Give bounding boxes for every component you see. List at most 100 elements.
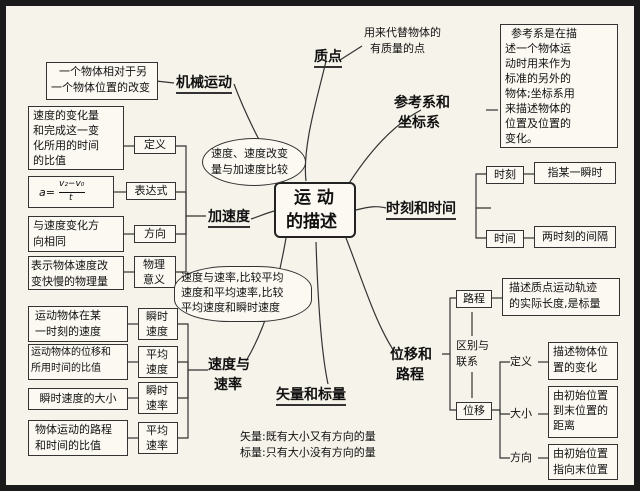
accel-formula-bar [59, 192, 85, 193]
topic-vector-scalar: 矢量和标量 [276, 384, 346, 406]
speed-cloud-line1: 速度与速率,比较平均 [181, 271, 284, 284]
topic-time: 时刻和时间 [386, 198, 456, 220]
disp-mag-line3: 距离 [553, 419, 575, 432]
accel-formula-denominator: t [69, 193, 73, 203]
accel-def-line3: 化所用的时间 [33, 139, 99, 152]
avg-velocity-text: 运动物体的位移和 所用时间的比值 [28, 344, 128, 380]
mind-map: 运 动 的描述 质点 用来代替物体的 有质量的点 机械运动 一个物体相对于另 一… [6, 6, 634, 485]
inst-speed-label-line1: 瞬时 [146, 384, 168, 397]
disp-dir-line2: 指向末位置 [553, 463, 608, 476]
interval-label: 时间 [486, 230, 524, 248]
reference-frame-line1: 参考系和 [394, 95, 450, 111]
disp-def-line2: 置的变化 [553, 361, 597, 374]
speed-cloud-line2: 速度和平均速率,比较 [181, 286, 284, 299]
avg-speed-line1: 物体运动的路程 [35, 423, 112, 436]
accel-direction-label: 方向 [134, 225, 176, 243]
avg-velocity-label: 平均 速度 [138, 346, 178, 378]
avg-velocity-line1: 运动物体的位移和 [31, 347, 111, 358]
accel-physical-line2: 变快慢的物理量 [31, 275, 108, 288]
accel-def-line4: 的比值 [33, 154, 66, 167]
reference-frame-line2: 坐标系 [398, 115, 440, 131]
disp-dir-line1: 由初始位置 [553, 447, 608, 460]
mechanical-motion-def-line2: 一个物体位置的改变 [51, 81, 150, 94]
ref-def-line7: 位置及位置的 [505, 117, 571, 130]
inst-speed-label-line2: 速率 [146, 399, 168, 412]
path-definition: 描述质点运动轨迹 的实际长度,是标量 [502, 278, 620, 316]
disp-dir-text: 由初始位置 指向末位置 [548, 444, 618, 480]
mechanical-motion-def-line1: 一个物体相对于另 [59, 65, 147, 78]
point-mass-definition: 用来代替物体的 有质量的点 [362, 24, 446, 60]
inst-velocity-line2: 一时刻的速度 [35, 325, 101, 338]
inst-speed-text: 瞬时速度的大小 [28, 388, 128, 410]
avg-velocity-label-line2: 速度 [146, 363, 168, 376]
point-mass-def-line2: 有质量的点 [370, 42, 425, 55]
disp-mag-line2: 到末位置的 [553, 404, 608, 417]
accel-formula-label: 表达式 [126, 182, 176, 200]
disp-mag-line1: 由初始位置 [553, 389, 608, 402]
inst-speed-label: 瞬时 速率 [138, 382, 178, 414]
accel-def-line1: 速度的变化量 [33, 109, 99, 122]
accel-cloud-line2: 量与加速度比较 [211, 163, 288, 176]
scalar-definition: 标量:只有大小没有方向的量 [240, 446, 376, 459]
path-def-line2: 的实际长度,是标量 [509, 297, 601, 310]
avg-speed-label-line2: 速率 [146, 439, 168, 452]
ref-def-line2: 述一个物体运 [505, 42, 571, 55]
ref-def-line4: 标准的另外的 [505, 72, 571, 85]
reference-frame-definition: 参考系是在描 述一个物体运 动时用来作为 标准的另外的 物体;坐标系用 来描述物… [500, 24, 618, 148]
inst-velocity-label-line1: 瞬时 [146, 310, 168, 323]
topic-displacement: 位移和 路程 [390, 344, 432, 384]
accel-physical-label: 物理 意义 [134, 256, 176, 288]
connector-lines [114, 45, 548, 459]
displacement-topic-line2: 路程 [396, 367, 424, 383]
moment-definition: 指某一瞬时 [534, 162, 616, 184]
avg-speed-text: 物体运动的路程 和时间的比值 [28, 420, 128, 456]
ref-def-line6: 来描述物体的 [505, 102, 571, 115]
accel-physical-label-line2: 意义 [143, 273, 165, 286]
disp-mag-label: 大小 [510, 407, 532, 420]
speed-comparison-cloud: 速度与速率,比较平均 速度和平均速率,比较 平均速度和瞬时速度 [174, 266, 312, 322]
difference-label-line1: 区别与 [456, 339, 489, 352]
speed-cloud-line3: 平均速度和瞬时速度 [181, 301, 280, 314]
avg-speed-label-line1: 平均 [146, 424, 168, 437]
vector-scalar-definitions: 矢量:既有大小又有方向的量 标量:只有大小没有方向的量 [240, 428, 398, 466]
path-def-line1: 描述质点运动轨迹 [509, 281, 597, 294]
topic-point-mass: 质点 [314, 46, 342, 68]
inst-velocity-line1: 运动物体在某 [35, 309, 101, 322]
avg-velocity-label-line1: 平均 [146, 348, 168, 361]
point-mass-def-line1: 用来代替物体的 [364, 26, 441, 39]
accel-formula: a= v₂−v₀ t [28, 176, 114, 208]
central-topic-line1: 运 动 [294, 188, 334, 208]
inst-velocity-label-line2: 速度 [146, 325, 168, 338]
ref-def-line5: 物体;坐标系用 [505, 87, 575, 100]
speed-topic-line1: 速度与 [208, 357, 250, 373]
difference-label: 区别与 联系 [452, 338, 494, 372]
accel-physical-label-line1: 物理 [143, 258, 165, 271]
topic-speed: 速度与 速率 [208, 354, 250, 394]
path-label: 路程 [456, 290, 492, 308]
disp-def-line1: 描述物体位 [553, 345, 608, 358]
accel-formula-lhs: a= [39, 186, 55, 199]
accel-def-line2: 和完成这一变 [33, 124, 99, 137]
displacement-topic-line1: 位移和 [390, 347, 432, 363]
accel-direction-line2: 向相同 [33, 235, 66, 248]
interval-definition: 两时刻的间隔 [534, 226, 616, 248]
accel-def-label: 定义 [134, 136, 176, 154]
topic-acceleration: 加速度 [208, 206, 250, 228]
disp-mag-text: 由初始位置 到末位置的 距离 [548, 386, 618, 438]
disp-dir-label: 方向 [510, 451, 532, 464]
displacement-label: 位移 [456, 402, 492, 420]
accel-physical-text: 表示物体速度改 变快慢的物理量 [28, 256, 124, 290]
central-topic-line2: 的描述 [286, 212, 337, 232]
vector-definition: 矢量:既有大小又有方向的量 [240, 430, 376, 443]
accel-def-text: 速度的变化量 和完成这一变 化所用的时间 的比值 [28, 106, 124, 170]
speed-topic-line2: 速率 [214, 377, 242, 393]
inst-velocity-text: 运动物体在某 一时刻的速度 [28, 306, 128, 342]
topic-reference-frame: 参考系和 坐标系 [394, 92, 450, 132]
accel-direction-text: 与速度变化方 向相同 [28, 216, 124, 252]
accel-formula-numerator: v₂−v₀ [59, 179, 85, 189]
moment-label: 时刻 [486, 166, 524, 184]
mechanical-motion-definition: 一个物体相对于另 一个物体位置的改变 [46, 62, 158, 100]
ref-def-line1: 参考系是在描 [511, 27, 577, 40]
disp-def-label: 定义 [510, 355, 532, 368]
topic-mechanical-motion: 机械运动 [176, 72, 232, 94]
